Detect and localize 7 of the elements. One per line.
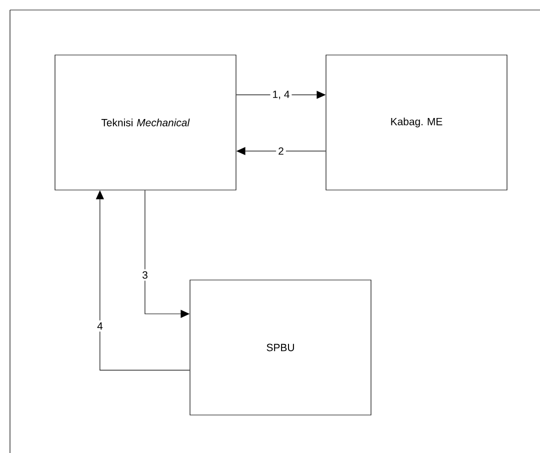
edge-label: 2 [278, 147, 284, 155]
edge-label: 1, 4 [273, 90, 290, 100]
edge-label: 3 [142, 271, 148, 279]
process-box: Teknisi Mechanical [54, 54, 236, 190]
process-box: Kabag. ME [326, 54, 508, 190]
process-box: SPBU [190, 280, 372, 416]
edge-label: 4 [97, 322, 103, 330]
